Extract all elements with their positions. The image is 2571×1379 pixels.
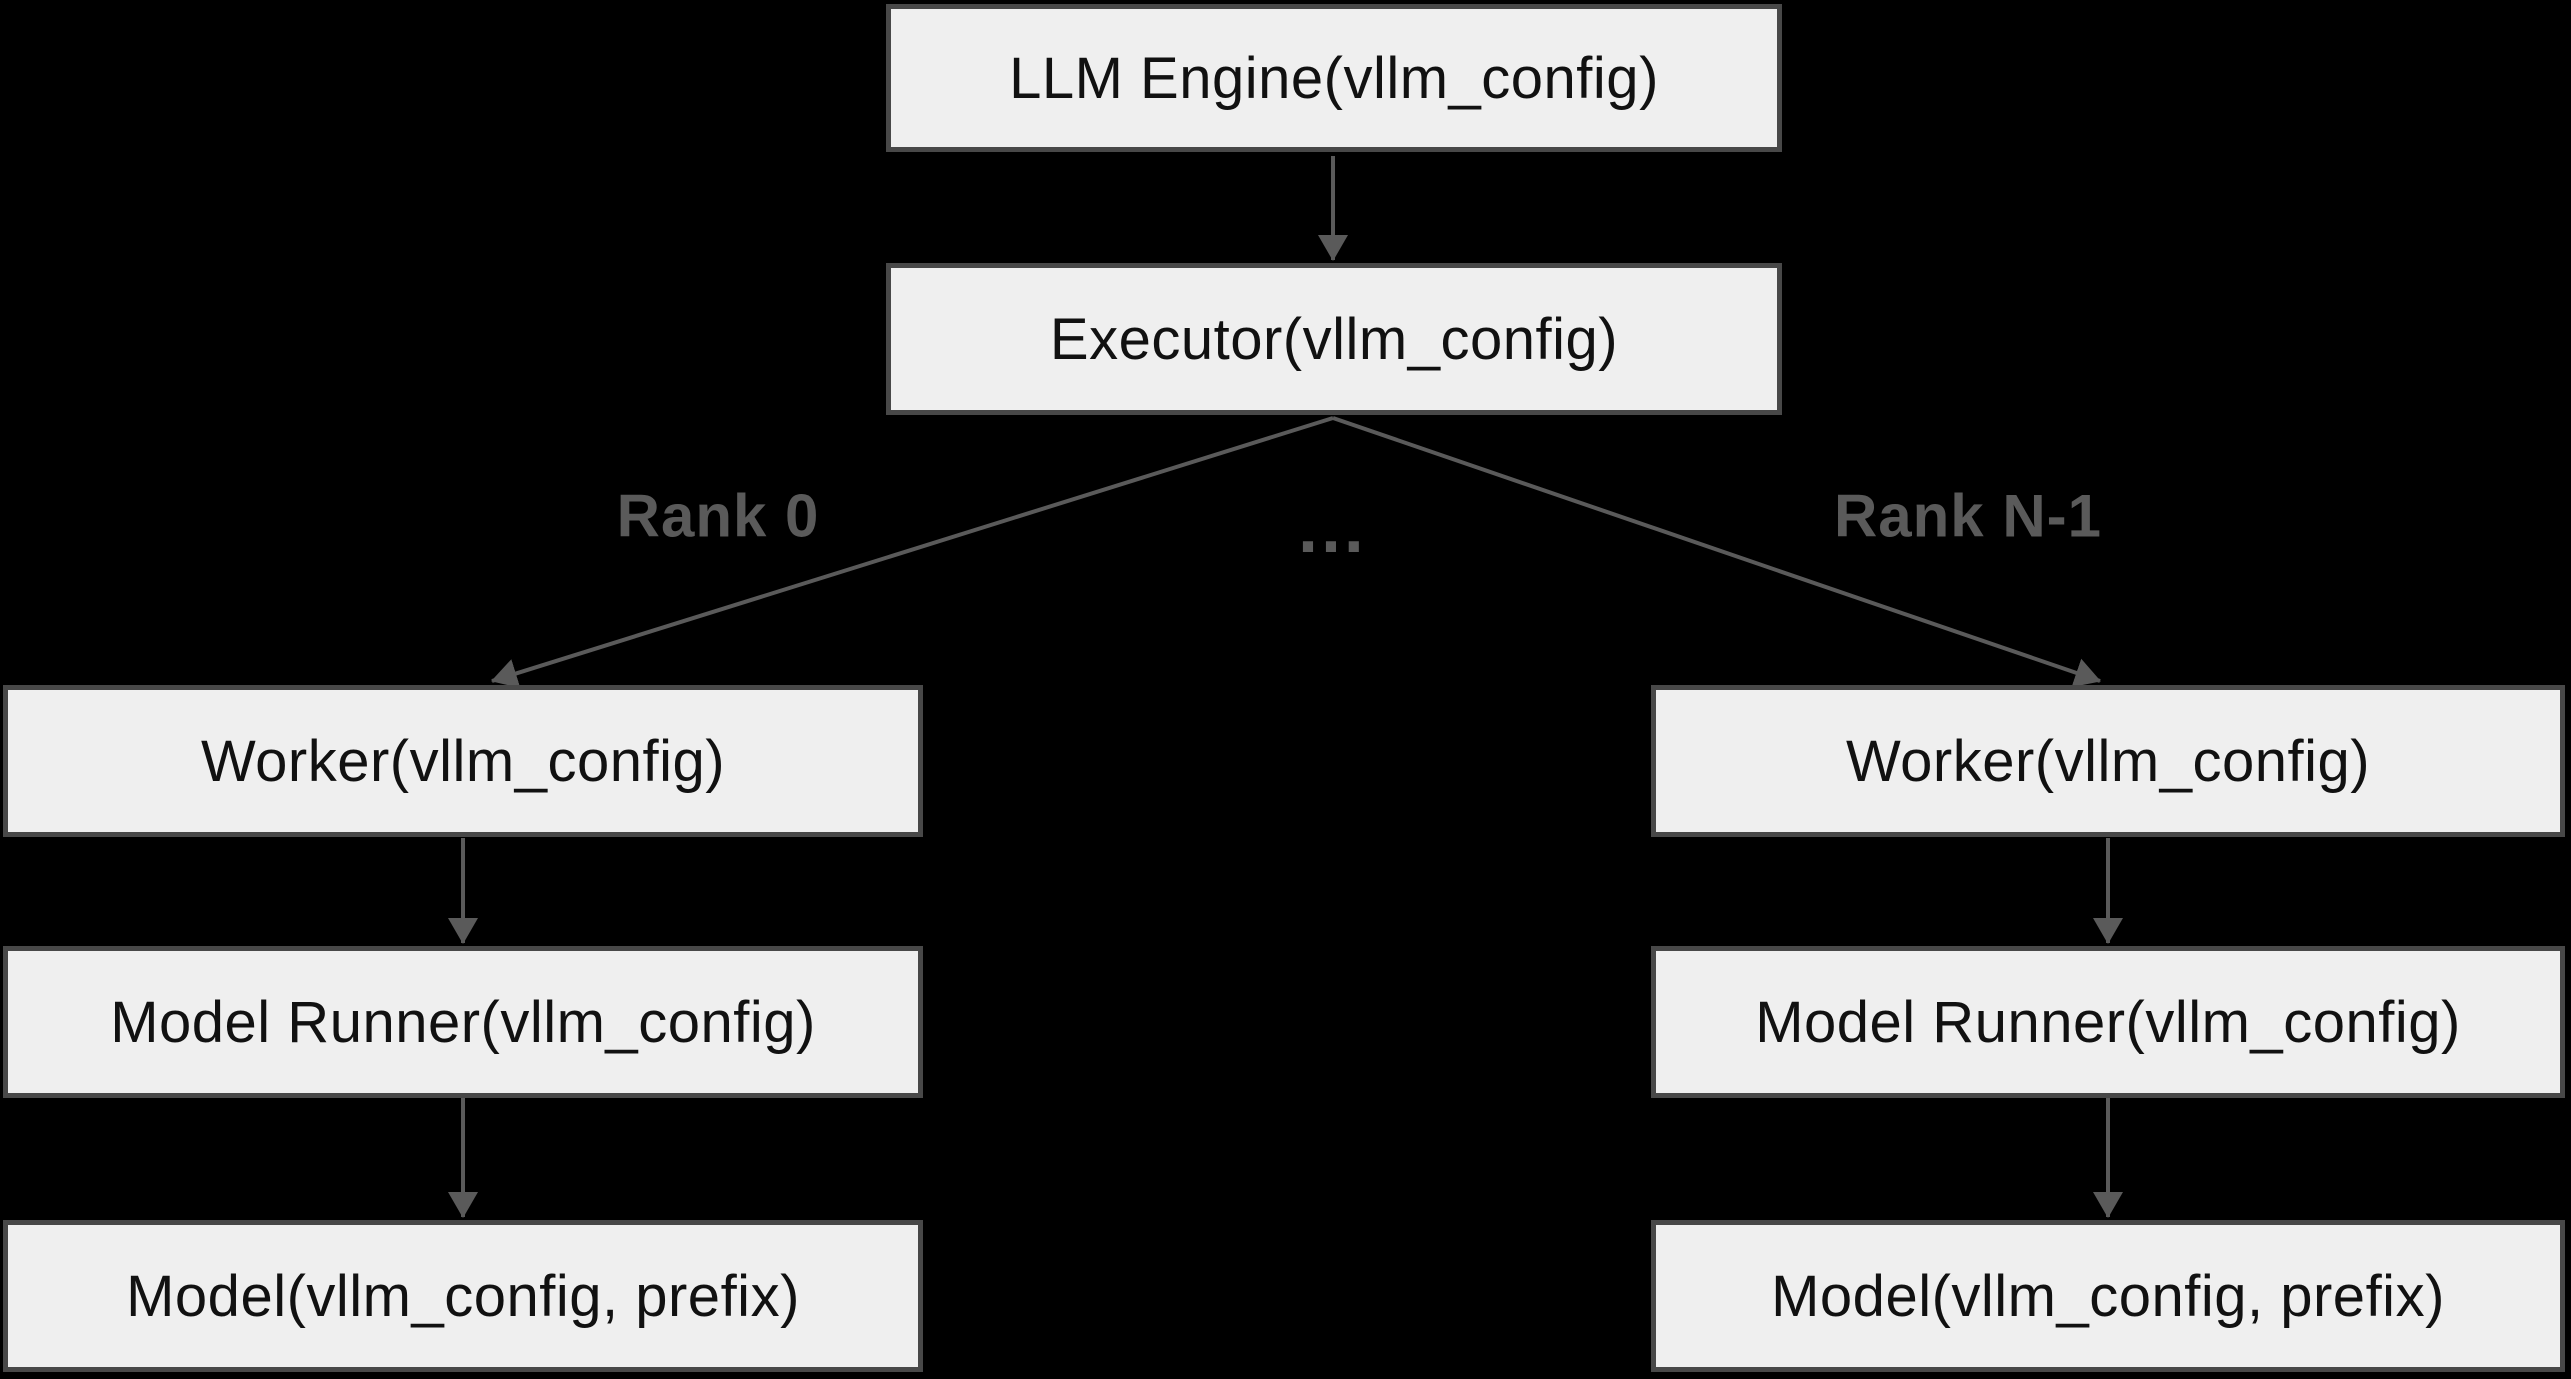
node-model-rank0-label: Model(vllm_config, prefix) (126, 1263, 800, 1329)
node-llm-engine-label: LLM Engine(vllm_config) (1009, 45, 1659, 111)
node-model-rankn-label: Model(vllm_config, prefix) (1771, 1263, 2445, 1329)
node-model-runner-rankn: Model Runner(vllm_config) (1651, 946, 2565, 1098)
node-llm-engine: LLM Engine(vllm_config) (886, 4, 1782, 152)
node-worker-rankn: Worker(vllm_config) (1651, 685, 2565, 837)
node-model-rank0: Model(vllm_config, prefix) (3, 1220, 923, 1372)
node-model-runner-rankn-label: Model Runner(vllm_config) (1755, 989, 2461, 1055)
edge-label-rank-n-1: Rank N-1 (1833, 482, 2103, 550)
node-model-runner-rank0-label: Model Runner(vllm_config) (110, 989, 816, 1055)
edge-executor-to-worker-left (491, 416, 1334, 688)
node-worker-rank0-label: Worker(vllm_config) (200, 728, 726, 794)
node-model-rankn: Model(vllm_config, prefix) (1651, 1220, 2565, 1372)
node-worker-rank0: Worker(vllm_config) (3, 685, 923, 837)
edge-label-ellipsis: … (1295, 488, 1369, 568)
node-worker-rankn-label: Worker(vllm_config) (1845, 728, 2371, 794)
edge-label-rank-0: Rank 0 (616, 482, 820, 550)
node-executor-label: Executor(vllm_config) (1049, 306, 1619, 372)
node-executor: Executor(vllm_config) (886, 263, 1782, 415)
edge-executor-to-worker-right (1332, 416, 2101, 688)
node-model-runner-rank0: Model Runner(vllm_config) (3, 946, 923, 1098)
